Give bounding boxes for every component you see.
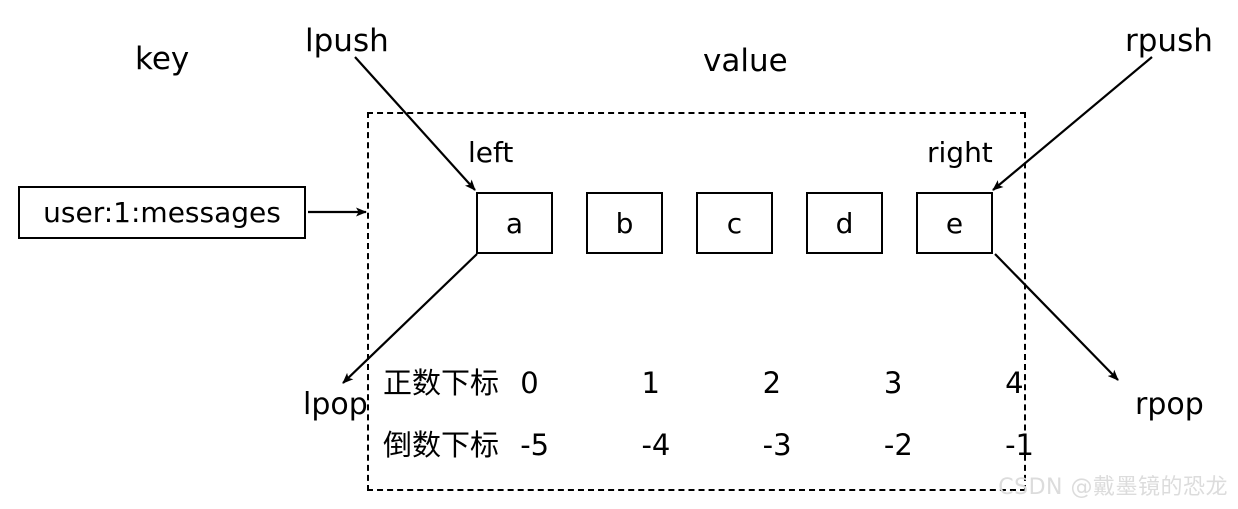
positive-index-row: 正数下标 0 1 2 3 4 [383, 360, 1117, 402]
negative-index-cell: -4 [641, 428, 671, 462]
caption-lpop: lpop [303, 387, 368, 422]
value-container [367, 112, 1026, 491]
positive-index-cell: 1 [641, 366, 660, 400]
negative-index-cell: -2 [883, 428, 913, 462]
caption-left: left [468, 136, 514, 169]
negative-index-cell: -3 [762, 428, 792, 462]
list-item[interactable]: e [916, 192, 993, 254]
positive-index-cell: 4 [1005, 366, 1024, 400]
positive-index-cell: 2 [762, 366, 782, 400]
list-item[interactable]: a [476, 192, 553, 254]
positive-index-cell: 0 [520, 366, 539, 400]
caption-key: key [135, 41, 190, 77]
negative-index-label: 倒数下标 [383, 428, 500, 462]
positive-index-cell: 3 [883, 366, 903, 400]
list-item-label: c [726, 206, 743, 240]
negative-index-row: 倒数下标 -5 -4 -3 -2 -1 [383, 422, 1117, 464]
caption-lpush: lpush [305, 23, 389, 59]
caption-value: value [703, 43, 788, 79]
key-box-label: user:1:messages [43, 196, 281, 229]
list-item-label: b [615, 206, 634, 240]
list-item-label: e [945, 206, 964, 240]
watermark: CSDN @戴墨镜的恐龙 [998, 475, 1228, 500]
caption-rpop: rpop [1135, 387, 1204, 422]
list-item-label: a [505, 206, 524, 240]
positive-index-label: 正数下标 [383, 366, 500, 400]
key-box[interactable]: user:1:messages [18, 186, 306, 239]
list-item[interactable]: c [696, 192, 773, 254]
negative-index-cell: -5 [520, 428, 550, 462]
caption-rpush: rpush [1125, 23, 1213, 59]
list-item[interactable]: d [806, 192, 883, 254]
list-item-label: d [835, 206, 854, 240]
negative-index-cell: -1 [1005, 428, 1035, 462]
list-item[interactable]: b [586, 192, 663, 254]
caption-right: right [927, 136, 993, 169]
